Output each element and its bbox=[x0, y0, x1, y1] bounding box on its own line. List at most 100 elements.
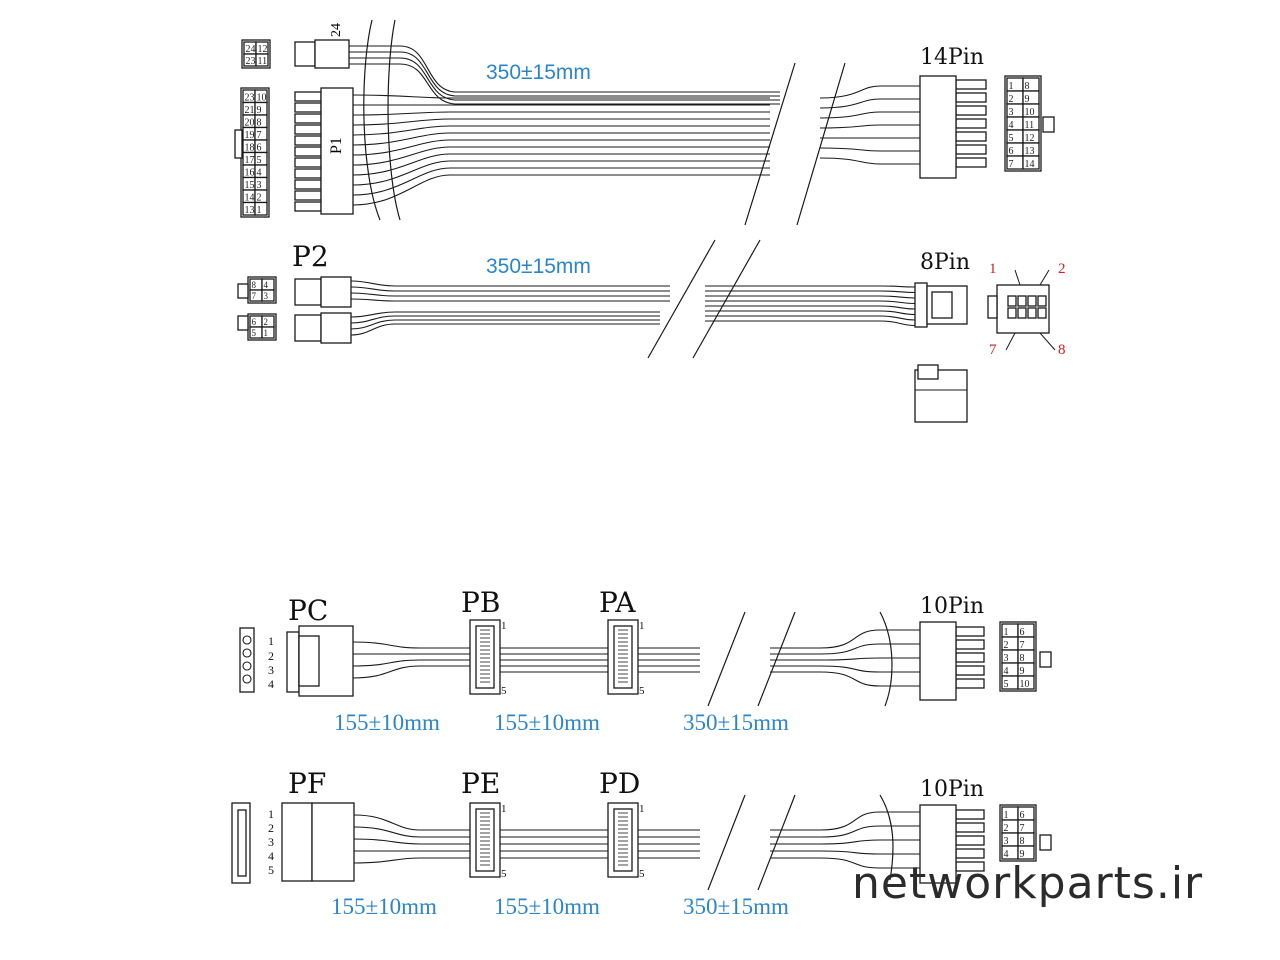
cable3-length-2: 155±10mm bbox=[494, 710, 600, 735]
main-left-24pin-face-pin: 4 bbox=[257, 168, 262, 179]
wire-p2-right bbox=[705, 315, 916, 321]
housing-10a-slot bbox=[955, 652, 985, 663]
pb-pin-last: 5 bbox=[501, 685, 507, 697]
housing-p2b-body bbox=[320, 312, 352, 344]
wire-right bbox=[819, 98, 920, 109]
wire-main bbox=[352, 160, 770, 186]
face-10pin-a-pin: 4 bbox=[1004, 666, 1009, 677]
molex-pin-hole bbox=[242, 635, 252, 645]
pin-callout-7: 7 bbox=[989, 342, 997, 358]
sata-pe-inner bbox=[475, 808, 495, 872]
housing-24-label: 24 bbox=[329, 23, 344, 37]
watermark-text: networkparts.ir bbox=[852, 858, 1204, 909]
housing-14-slot bbox=[955, 131, 987, 142]
main-left-24pin-face-pin: 10 bbox=[257, 93, 267, 104]
molex-back bbox=[286, 631, 300, 693]
wire-main bbox=[352, 94, 770, 99]
face-14pin-latch bbox=[1042, 116, 1055, 133]
wire-10pin-right bbox=[770, 643, 920, 655]
strap-10pin bbox=[879, 611, 893, 707]
wire-10pin-b-right bbox=[770, 857, 920, 869]
main-left-24pin-face-pin: 18 bbox=[245, 143, 255, 154]
wire-right bbox=[819, 157, 920, 165]
bundle-strap bbox=[363, 19, 381, 221]
bundle-strap bbox=[387, 19, 401, 221]
face-10pin-b-latch bbox=[1039, 834, 1052, 851]
cable4-length-1: 155±10mm bbox=[331, 894, 437, 919]
main-left-24pin-face-pin: 5 bbox=[257, 155, 262, 166]
face-8pin-cell bbox=[1027, 295, 1037, 307]
face-14pin-pin: 12 bbox=[1025, 133, 1035, 144]
break3-b bbox=[757, 611, 796, 707]
face-8pin-cell bbox=[1017, 307, 1027, 319]
housing-10b-slot bbox=[955, 822, 985, 833]
top-left-24pin-face-pin: 23 bbox=[246, 56, 256, 67]
housing-p1-slot bbox=[294, 190, 322, 201]
molex-pin-4: 4 bbox=[268, 677, 274, 691]
sata-pf-pin-3: 3 bbox=[268, 835, 274, 849]
sata-pb-inner bbox=[475, 625, 495, 689]
face-10pin-a-cell bbox=[1017, 675, 1035, 690]
molex-pin-hole bbox=[242, 674, 252, 684]
housing-14-slot bbox=[955, 92, 987, 103]
pin-callout-8: 8 bbox=[1058, 342, 1066, 358]
main-left-24pin-face-pin: 16 bbox=[245, 168, 255, 179]
main-left-24pin-face-pin: 19 bbox=[245, 130, 255, 141]
main-left-24pin-face-cell bbox=[254, 201, 268, 216]
face-8pin-cell bbox=[1017, 295, 1027, 307]
wire-right bbox=[819, 124, 920, 129]
break-line-b bbox=[796, 62, 846, 226]
wire-main bbox=[352, 118, 770, 126]
face-8pin-cell bbox=[1007, 295, 1017, 307]
wire-p2-right bbox=[705, 285, 916, 288]
face-10pin-b-pin: 3 bbox=[1004, 836, 1009, 847]
wire-p2b bbox=[350, 319, 660, 330]
top-left-24pin-face-pin: 12 bbox=[258, 44, 268, 55]
face-10pin-b-pin: 4 bbox=[1004, 849, 1009, 860]
callout-2-leader bbox=[1039, 269, 1050, 286]
callout-8-leader bbox=[1039, 332, 1056, 351]
sata-pf-pin-1: 1 bbox=[268, 807, 274, 821]
wire-right bbox=[819, 147, 920, 152]
wire-p2b bbox=[350, 311, 660, 318]
top-left-24pin-face-pin: 11 bbox=[258, 56, 268, 67]
wire-pf bbox=[353, 826, 470, 838]
sata-pf-body bbox=[311, 802, 355, 882]
face-14pin-pin: 11 bbox=[1025, 120, 1035, 131]
cable1-length: 350±15mm bbox=[486, 61, 591, 84]
housing-p2a-back bbox=[294, 278, 322, 306]
housing-p1-slot bbox=[294, 168, 322, 179]
face-8pin-b-latch bbox=[237, 315, 249, 331]
housing-10b-slot bbox=[955, 848, 985, 859]
main-left-24pin-face-pin: 14 bbox=[245, 193, 255, 204]
housing-10a-slot bbox=[955, 665, 985, 676]
pin-callout-1: 1 bbox=[989, 261, 997, 277]
housing-14-slot bbox=[955, 79, 987, 90]
break4-a bbox=[707, 794, 746, 891]
face-10pin-a-pin: 2 bbox=[1004, 640, 1009, 651]
main-left-24pin-face-pin: 17 bbox=[245, 155, 255, 166]
face-14pin-pin: 4 bbox=[1009, 120, 1014, 131]
housing-p1-body bbox=[320, 87, 354, 215]
face-14pin-pin: 5 bbox=[1009, 133, 1014, 144]
wire-molex bbox=[352, 641, 470, 649]
main-left-24pin-face-pin: 20 bbox=[245, 118, 255, 129]
cable2-label: P2 bbox=[292, 240, 329, 273]
break3-a bbox=[707, 611, 746, 707]
housing-8pin-inner bbox=[931, 291, 953, 319]
wire-10pin-b-right bbox=[770, 811, 920, 831]
wire-10pin-right bbox=[770, 657, 920, 661]
cable4-length-2: 155±10mm bbox=[494, 894, 600, 919]
cable2-right-title: 8Pin bbox=[920, 250, 971, 275]
wire-pf bbox=[353, 838, 470, 845]
wire-p2-right bbox=[705, 295, 916, 299]
wire-p2-right bbox=[705, 305, 916, 310]
face-14pin-pin: 1 bbox=[1009, 81, 1014, 92]
cable3-right-title: 10Pin bbox=[920, 594, 985, 619]
wire-molex bbox=[352, 665, 470, 679]
break-line-a bbox=[744, 62, 796, 226]
face-10pin-a-pin: 9 bbox=[1020, 666, 1025, 677]
cable2-length: 350±15mm bbox=[486, 255, 591, 278]
cable1-right-title: 14Pin bbox=[920, 45, 985, 70]
connector-pe-label: PE bbox=[461, 767, 501, 800]
